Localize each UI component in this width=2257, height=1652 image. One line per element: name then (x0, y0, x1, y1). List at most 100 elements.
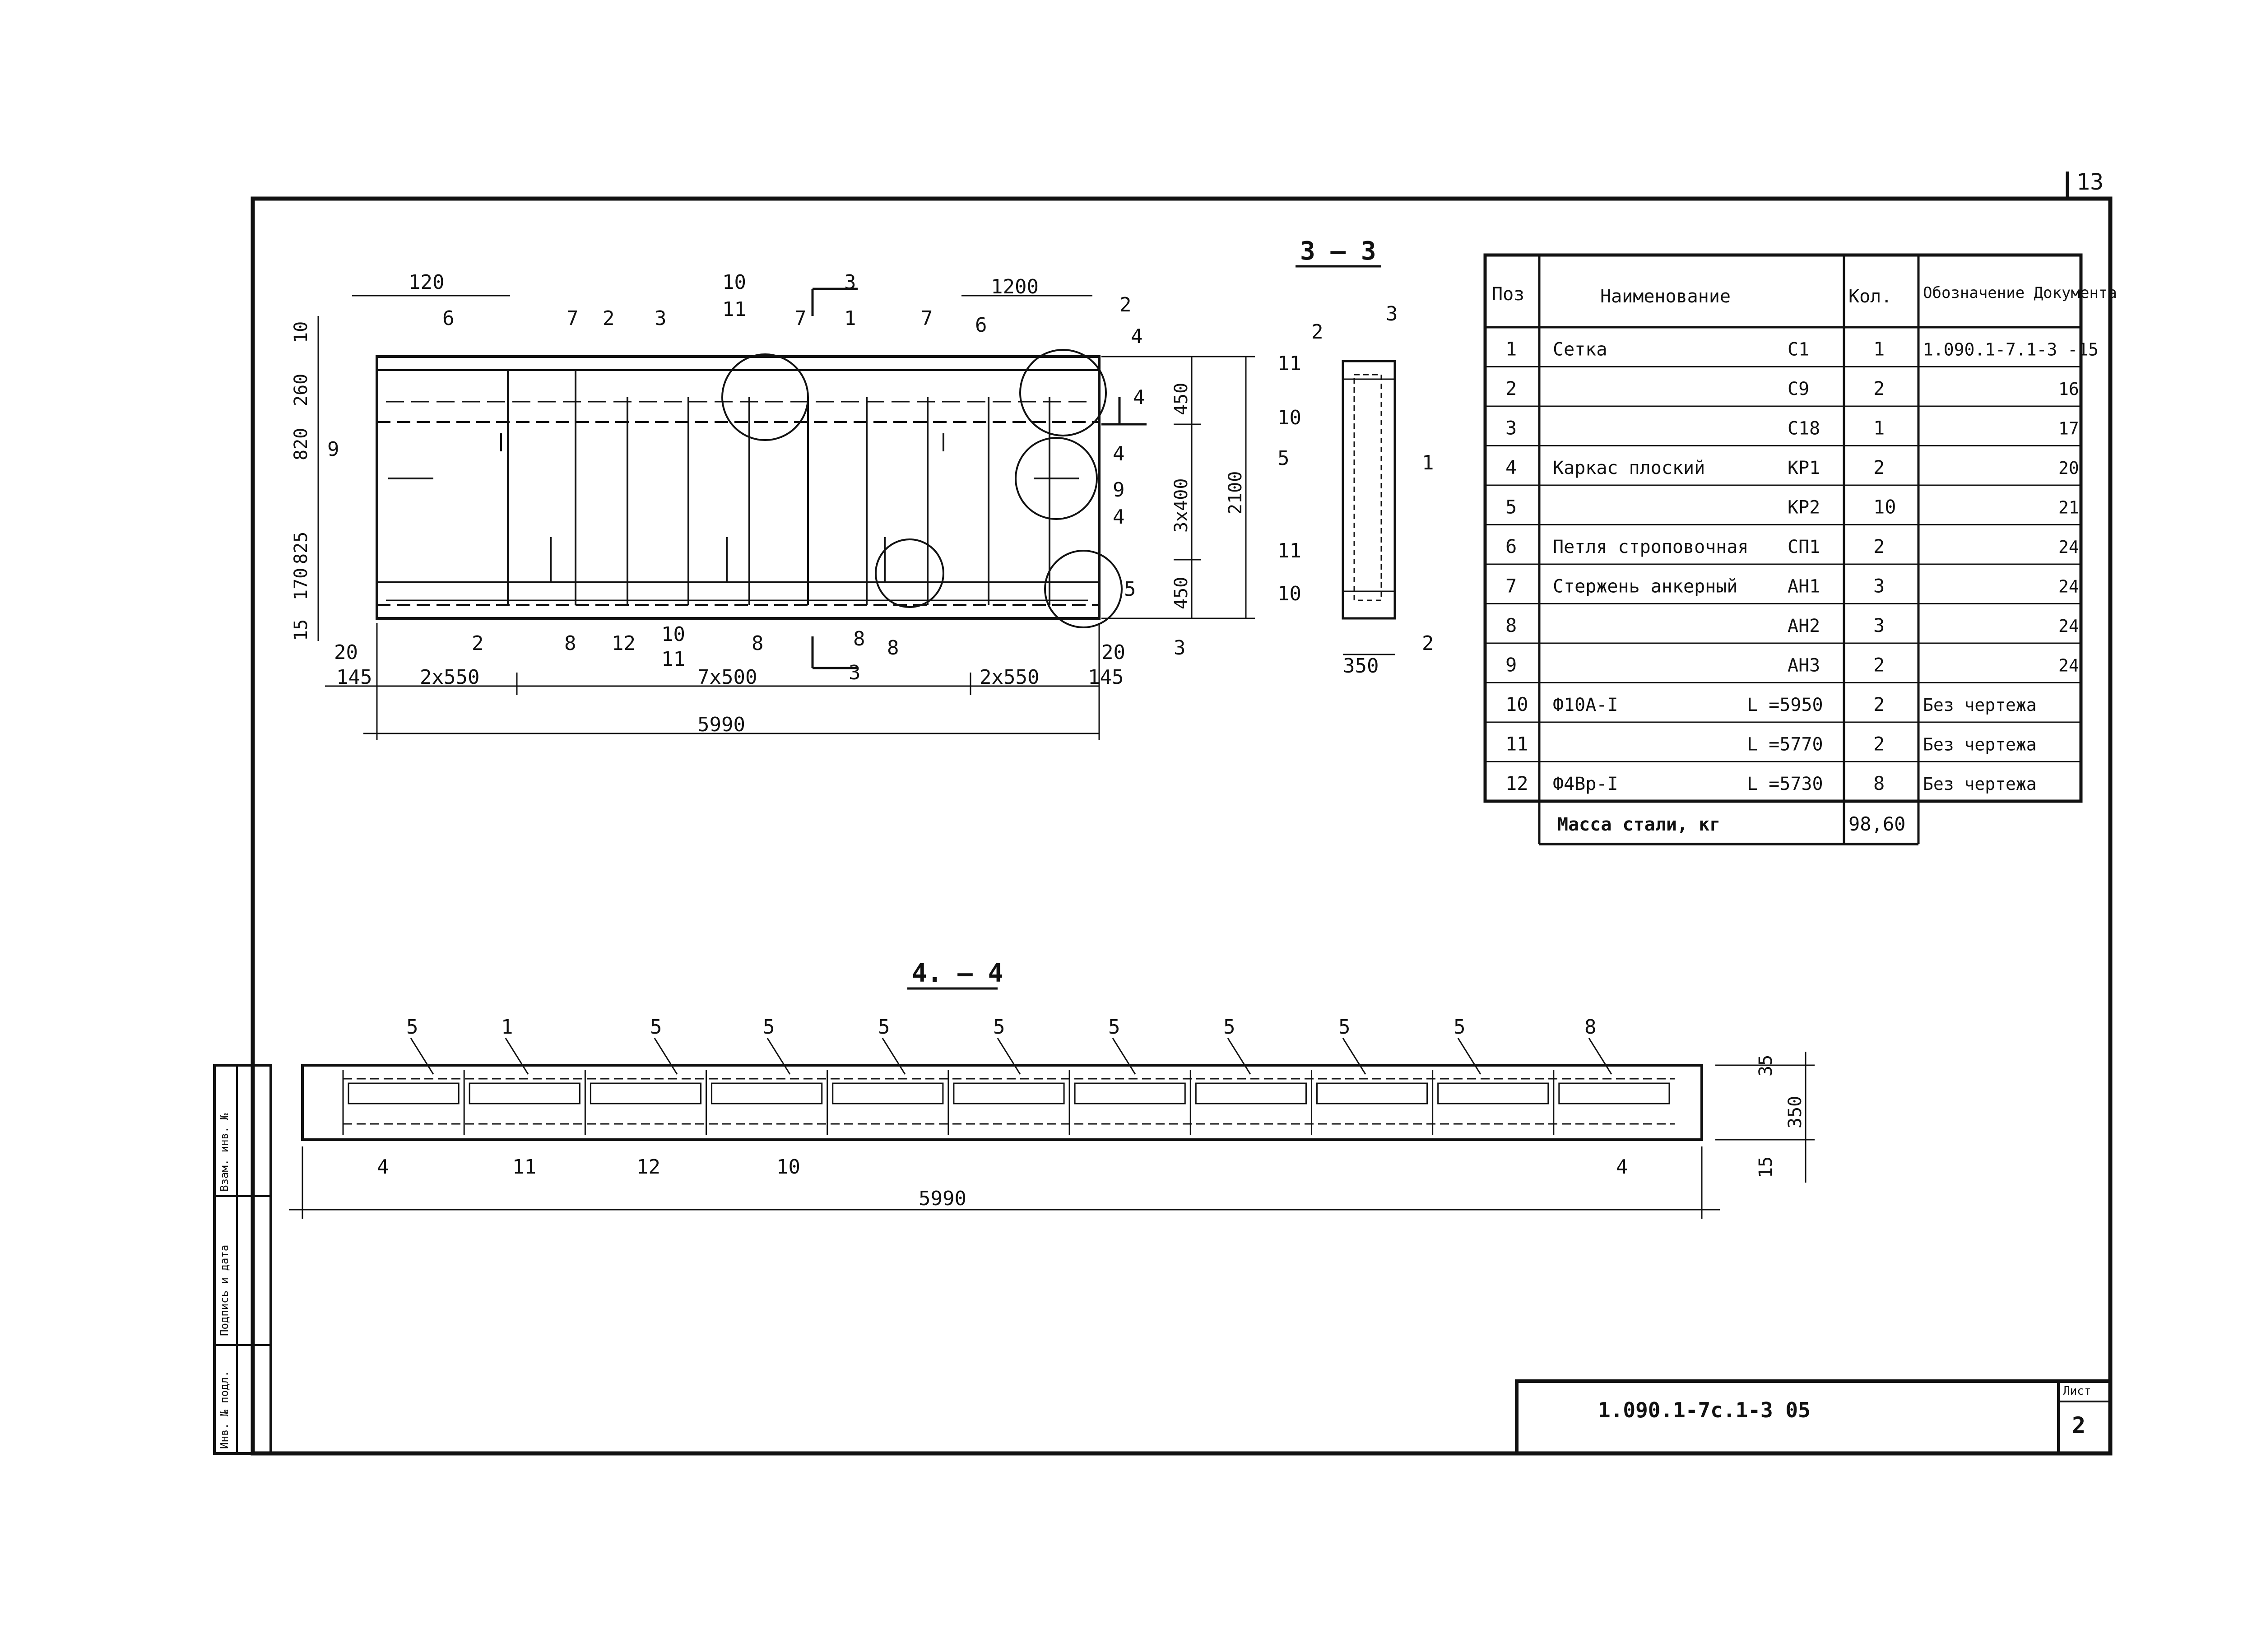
dim-7x500: 7x500 (697, 666, 757, 689)
insulation-cell (953, 1082, 1065, 1104)
s33-callout-10b: 10 (1277, 582, 1301, 605)
dim-120: 120 (409, 271, 444, 294)
s33-callout-3: 3 (1386, 302, 1398, 325)
spec-row-qty: 2 (1873, 535, 1885, 557)
sheet-frame: 13 (251, 169, 2113, 1456)
callout-6a: 6 (442, 307, 455, 330)
spec-row-name: Петля строповочная (1553, 537, 1748, 557)
spec-row-doc: 24 (2058, 577, 2079, 597)
dim-145-right: 145 (1088, 666, 1124, 689)
spec-row-pos: 12 (1505, 772, 1528, 794)
section-mark-3-top: 3 (844, 271, 856, 294)
insulation-cell (1316, 1082, 1428, 1104)
insulation-cell (348, 1082, 460, 1104)
spec-row-doc: Без чертежа (1923, 735, 2037, 755)
dim-left-15: 15 (291, 619, 311, 641)
s44-leader (410, 1038, 434, 1075)
spec-row-qty: 2 (1873, 456, 1885, 478)
callout-2c: 2 (472, 632, 484, 655)
s44-leader (505, 1038, 529, 1075)
callout-6b: 6 (975, 314, 987, 337)
callout-7b: 7 (794, 307, 807, 330)
insulation-cell (469, 1082, 581, 1104)
spec-row-qty: 3 (1873, 575, 1885, 597)
callout-7a: 7 (567, 307, 579, 330)
s44-bottom-callout: 4 (1616, 1155, 1628, 1179)
spec-row-pos: 1 (1505, 338, 1517, 360)
spec-row-pos: 9 (1505, 654, 1517, 676)
side-strip-sign: Подпись и дата (218, 1245, 231, 1336)
insulation-cell (832, 1082, 944, 1104)
callout-4c: 4 (1113, 506, 1125, 529)
section-3-3-title: 3 – 3 (1300, 237, 1376, 266)
callout-2a: 2 (603, 307, 615, 330)
stamp-code: 1.090.1-7c.1-3 05 (1598, 1398, 1811, 1422)
corner-number: 13 (2076, 169, 2104, 195)
side-strip-inv: Инв. № подл. (218, 1371, 231, 1449)
spec-row-name: Ф10А-I (1553, 695, 1618, 715)
spec-row-pos: 2 (1505, 377, 1517, 399)
s44-length: 5990 (919, 1187, 966, 1210)
spec-row-name: Стержень анкерный (1553, 576, 1737, 597)
spec-header-qty: Кол. (1848, 286, 1892, 307)
dim-5990: 5990 (697, 713, 745, 736)
s44-dim-350: 350 (1785, 1096, 1806, 1128)
spec-row-mark: АН2 (1788, 616, 1820, 636)
callout-12a: 12 (612, 632, 636, 655)
spec-row-qty: 1 (1873, 417, 1885, 439)
s44-leader (654, 1038, 678, 1075)
callout-8d: 8 (887, 636, 899, 659)
spec-row-qty: 2 (1873, 377, 1885, 399)
insulation-cell (1074, 1082, 1186, 1104)
s44-top-callout: 5 (1338, 1016, 1351, 1039)
s44-dim-35: 35 (1755, 1055, 1776, 1077)
spec-row-qty: 2 (1873, 654, 1885, 676)
dim-right-450-top: 450 (1171, 383, 1192, 415)
s44-bottom-callout: 10 (776, 1155, 800, 1179)
spec-row-mark: С1 (1788, 339, 1809, 360)
callout-8c: 8 (853, 627, 865, 650)
spec-row-pos: 4 (1505, 456, 1517, 478)
spec-row-doc: 16 (2058, 379, 2079, 399)
spec-header-doc-text: Обозначение Документа (1923, 284, 2117, 302)
spec-row-mark: АН3 (1788, 655, 1820, 676)
s44-leader (766, 1038, 791, 1075)
s44-leader (1588, 1038, 1612, 1075)
s44-top-callout: 5 (1223, 1016, 1235, 1039)
spec-row-name: Сетка (1553, 339, 1607, 360)
spec-row-qty: 1 (1873, 338, 1885, 360)
callout-10a: 10 (722, 271, 746, 294)
callout-3a: 3 (655, 307, 667, 330)
s44-leader (997, 1038, 1021, 1075)
s44-leader (1227, 1038, 1251, 1075)
callout-9b: 9 (1113, 478, 1125, 501)
spec-row-name: Каркас плоский (1553, 458, 1705, 478)
dim-right-3x400: 3x400 (1171, 478, 1192, 533)
dim-right-2100: 2100 (1225, 471, 1246, 515)
spec-row-mark: С9 (1788, 379, 1809, 399)
spec-row-qty: 8 (1873, 772, 1885, 794)
dim-left-170: 170 (291, 568, 311, 600)
spec-row-mark: L =5950 (1747, 695, 1823, 715)
spec-row-pos: 7 (1505, 575, 1517, 597)
s33-callout-10a: 10 (1277, 406, 1301, 429)
dim-right-450-bot: 450 (1171, 577, 1192, 609)
callout-11a: 11 (722, 298, 746, 321)
s33-callout-11b: 11 (1277, 539, 1301, 562)
dim-left-820: 820 (291, 428, 311, 460)
spec-row-pos: 6 (1505, 535, 1517, 557)
insulation-cell (711, 1082, 823, 1104)
spec-row-doc: 24 (2058, 537, 2079, 557)
spec-row-doc: 17 (2058, 419, 2079, 439)
s33-width-350: 350 (1343, 654, 1379, 678)
insulation-cell (1437, 1082, 1549, 1104)
section-4-4-title: 4. – 4 (912, 959, 1003, 988)
sheet-label: Лист (2063, 1384, 2091, 1398)
spec-header-pos: Поз (1492, 284, 1524, 305)
callout-11b: 11 (661, 648, 685, 671)
insulation-cell (1558, 1082, 1670, 1104)
callout-8a: 8 (564, 632, 576, 655)
